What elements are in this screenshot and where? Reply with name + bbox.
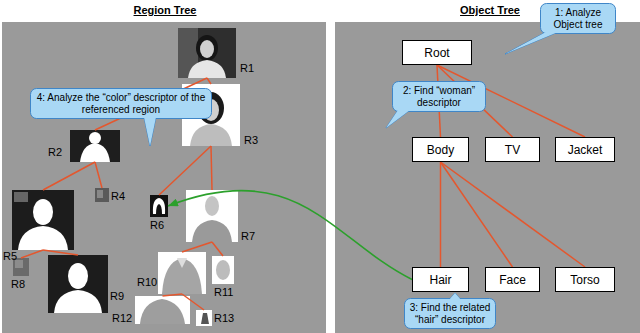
tree-link <box>43 250 78 255</box>
region-node: R2 <box>70 130 120 162</box>
panel-title: Region Tree <box>134 4 197 16</box>
region-label: R6 <box>150 219 164 231</box>
region-node: R8 <box>13 258 29 276</box>
callout-text: 4: Analyze the “color” descriptor of the… <box>35 92 207 115</box>
region-label: R8 <box>11 278 25 290</box>
box-label: Body <box>427 143 454 157</box>
region-label: R7 <box>241 230 255 242</box>
tree-link <box>212 242 223 256</box>
tree-link <box>21 250 43 258</box>
callout-body <box>31 89 212 119</box>
callout-tail-join <box>505 32 558 54</box>
tree-link <box>441 162 513 267</box>
tree-link <box>43 162 95 190</box>
region-node: R5 <box>12 190 74 250</box>
region-label: R10 <box>137 276 157 288</box>
callout-tail <box>505 32 558 54</box>
thumbnail-r12 <box>135 296 190 324</box>
region-label: R5 <box>3 250 17 262</box>
region-label: R11 <box>214 286 233 298</box>
region-node: R12 <box>135 296 190 324</box>
callout-tail <box>386 110 410 128</box>
callout-bubble: 3: Find the related “hair” descriptor <box>404 298 496 329</box>
callout-body <box>541 4 616 34</box>
thumbnail-r2 <box>70 130 120 162</box>
object-box: Body <box>412 137 469 162</box>
thumbnail-r9 <box>48 255 108 313</box>
object-box: Root <box>402 40 472 65</box>
region-node: R7 <box>186 190 238 242</box>
thumbnail-r4 <box>95 188 109 202</box>
object-box: Torso <box>555 267 615 292</box>
tree-link <box>182 294 204 310</box>
thumbnail-r1 <box>178 28 236 78</box>
panel-title: Object Tree <box>460 4 520 16</box>
region-label: R4 <box>111 190 125 202</box>
tree-link <box>440 162 442 267</box>
tree-link <box>207 78 211 84</box>
box-label: TV <box>505 143 520 157</box>
object-box: Jacket <box>555 137 615 162</box>
box-label: Jacket <box>568 143 603 157</box>
thumbnail-r11 <box>212 256 234 284</box>
tree-link <box>182 242 212 252</box>
region-panel <box>2 22 326 333</box>
tree-link <box>211 146 212 190</box>
callout-text: 1: Analyze Object tree <box>545 7 611 30</box>
region-node: R9 <box>48 255 108 313</box>
thumbnail-r5 <box>12 190 74 250</box>
thumbnail-r13 <box>196 310 212 326</box>
region-node: R4 <box>95 188 109 202</box>
reference-arrow <box>168 190 412 279</box>
object-box: Hair <box>412 267 469 292</box>
region-node: R6 <box>150 195 168 217</box>
thumbnail-r6 <box>150 195 168 217</box>
callout-body <box>405 299 496 329</box>
callout-text: 3: Find the related “hair” descriptor <box>409 302 491 325</box>
tree-link <box>159 146 211 195</box>
callout-body <box>393 82 486 112</box>
callout-text: 2: Find “woman” descriptor <box>397 85 481 108</box>
region-label: R1 <box>240 62 254 74</box>
box-label: Face <box>499 273 526 287</box>
region-label: R9 <box>110 290 124 302</box>
region-node: R10 <box>158 252 206 294</box>
object-box: TV <box>485 137 540 162</box>
tree-link <box>163 294 183 296</box>
box-label: Root <box>424 46 449 60</box>
thumbnail-r10 <box>158 252 206 294</box>
callout-tail <box>449 293 461 300</box>
region-node: R1 <box>178 28 236 78</box>
callout-tail-join <box>449 293 461 300</box>
callout-tail-join <box>144 117 156 146</box>
region-label: R3 <box>244 134 258 146</box>
callout-bubble: 4: Analyze the “color” descriptor of the… <box>30 88 212 119</box>
region-label: R12 <box>112 312 132 324</box>
region-node: R11 <box>212 256 234 284</box>
object-panel <box>335 22 640 333</box>
region-node: R13 <box>196 310 212 326</box>
callout-tail-join <box>386 110 410 128</box>
tree-link <box>95 162 102 188</box>
box-label: Hair <box>429 273 451 287</box>
box-label: Torso <box>570 273 599 287</box>
object-box: Face <box>485 267 540 292</box>
callout-bubble: 2: Find “woman” descriptor <box>392 81 486 112</box>
callout-tail <box>144 117 156 146</box>
callout-bubble: 1: Analyze Object tree <box>540 3 616 34</box>
region-label: R2 <box>48 146 62 158</box>
region-label: R13 <box>214 312 234 324</box>
tree-link <box>441 162 586 267</box>
